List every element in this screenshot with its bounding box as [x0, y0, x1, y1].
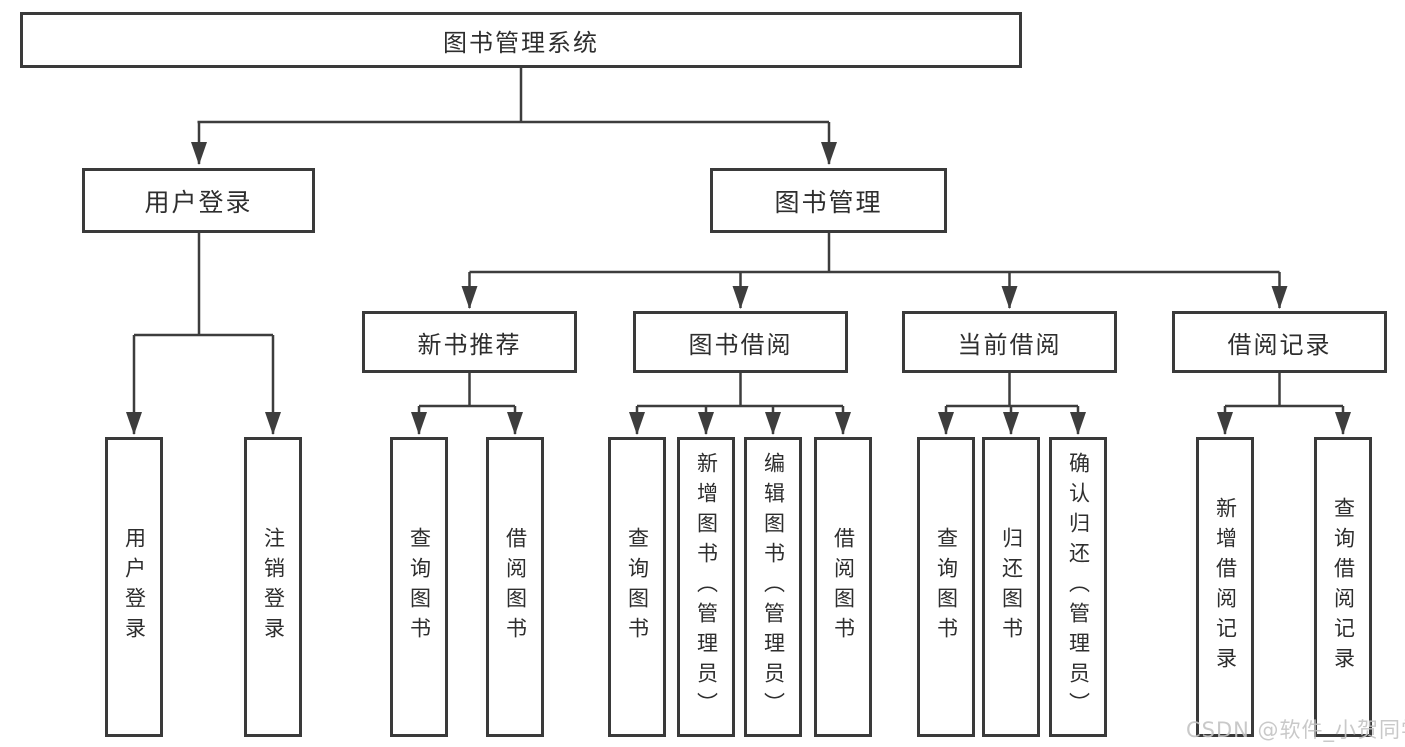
node-leaf-add-books-admin-label: 新增图书（管理员） — [694, 452, 719, 722]
node-new-book-rec-label: 新书推荐 — [417, 330, 522, 359]
node-user-login-label: 用户登录 — [144, 187, 253, 217]
node-current-borrow: 当前借阅 — [902, 311, 1117, 373]
connector-book-mgmt-to-level3 — [461, 233, 1288, 309]
node-book-mgmt: 图书管理 — [710, 168, 947, 233]
connector-borrow-records-to-leaves — [1217, 373, 1351, 435]
node-library-system-label: 图书管理系统 — [443, 28, 599, 57]
node-library-system: 图书管理系统 — [20, 12, 1022, 68]
node-leaf-borrow-books-2-label: 借阅图书 — [831, 527, 856, 647]
node-leaf-confirm-return-admin-label: 确认归还（管理员） — [1066, 452, 1091, 722]
node-book-borrow-label: 图书借阅 — [688, 330, 793, 359]
node-leaf-add-borrow-record: 新增借阅记录 — [1196, 437, 1254, 737]
node-new-book-rec: 新书推荐 — [362, 311, 577, 373]
node-book-mgmt-label: 图书管理 — [774, 187, 883, 217]
node-leaf-query-books-2: 查询图书 — [608, 437, 666, 737]
node-user-login: 用户登录 — [82, 168, 315, 233]
node-leaf-logout: 注销登录 — [244, 437, 302, 737]
connector-root-to-level2 — [191, 67, 837, 165]
node-current-borrow-label: 当前借阅 — [957, 330, 1062, 359]
node-leaf-query-books-1: 查询图书 — [390, 437, 448, 737]
watermark-text: CSDN @软件_小贺同学 — [1186, 718, 1405, 742]
node-leaf-query-books-3-label: 查询图书 — [934, 527, 959, 647]
node-book-borrow: 图书借阅 — [633, 311, 848, 373]
node-leaf-query-books-2-label: 查询图书 — [625, 527, 650, 647]
node-borrow-records-label: 借阅记录 — [1227, 330, 1332, 359]
node-leaf-borrow-books-1-label: 借阅图书 — [503, 527, 528, 647]
node-leaf-query-borrow-record-label: 查询借阅记录 — [1331, 497, 1356, 677]
node-leaf-query-books-3: 查询图书 — [917, 437, 975, 737]
node-leaf-edit-books-admin: 编辑图书（管理员） — [744, 437, 802, 737]
node-leaf-user-login-label: 用户登录 — [122, 527, 147, 647]
connector-book-borrow-to-leaves — [629, 373, 851, 435]
node-leaf-query-borrow-record: 查询借阅记录 — [1314, 437, 1372, 737]
node-leaf-logout-label: 注销登录 — [261, 527, 286, 647]
node-leaf-return-books-label: 归还图书 — [999, 527, 1024, 647]
node-leaf-borrow-books-2: 借阅图书 — [814, 437, 872, 737]
node-borrow-records: 借阅记录 — [1172, 311, 1387, 373]
connector-user-login-to-leaves — [126, 233, 281, 435]
node-leaf-borrow-books-1: 借阅图书 — [486, 437, 544, 737]
node-leaf-add-books-admin: 新增图书（管理员） — [677, 437, 735, 737]
connector-new-book-rec-to-leaves — [411, 373, 523, 435]
node-leaf-query-books-1-label: 查询图书 — [407, 527, 432, 647]
connector-current-borrow-to-leaves — [938, 373, 1086, 435]
node-leaf-confirm-return-admin: 确认归还（管理员） — [1049, 437, 1107, 737]
node-leaf-return-books: 归还图书 — [982, 437, 1040, 737]
node-leaf-add-borrow-record-label: 新增借阅记录 — [1213, 497, 1238, 677]
node-leaf-user-login: 用户登录 — [105, 437, 163, 737]
node-leaf-edit-books-admin-label: 编辑图书（管理员） — [761, 452, 786, 722]
